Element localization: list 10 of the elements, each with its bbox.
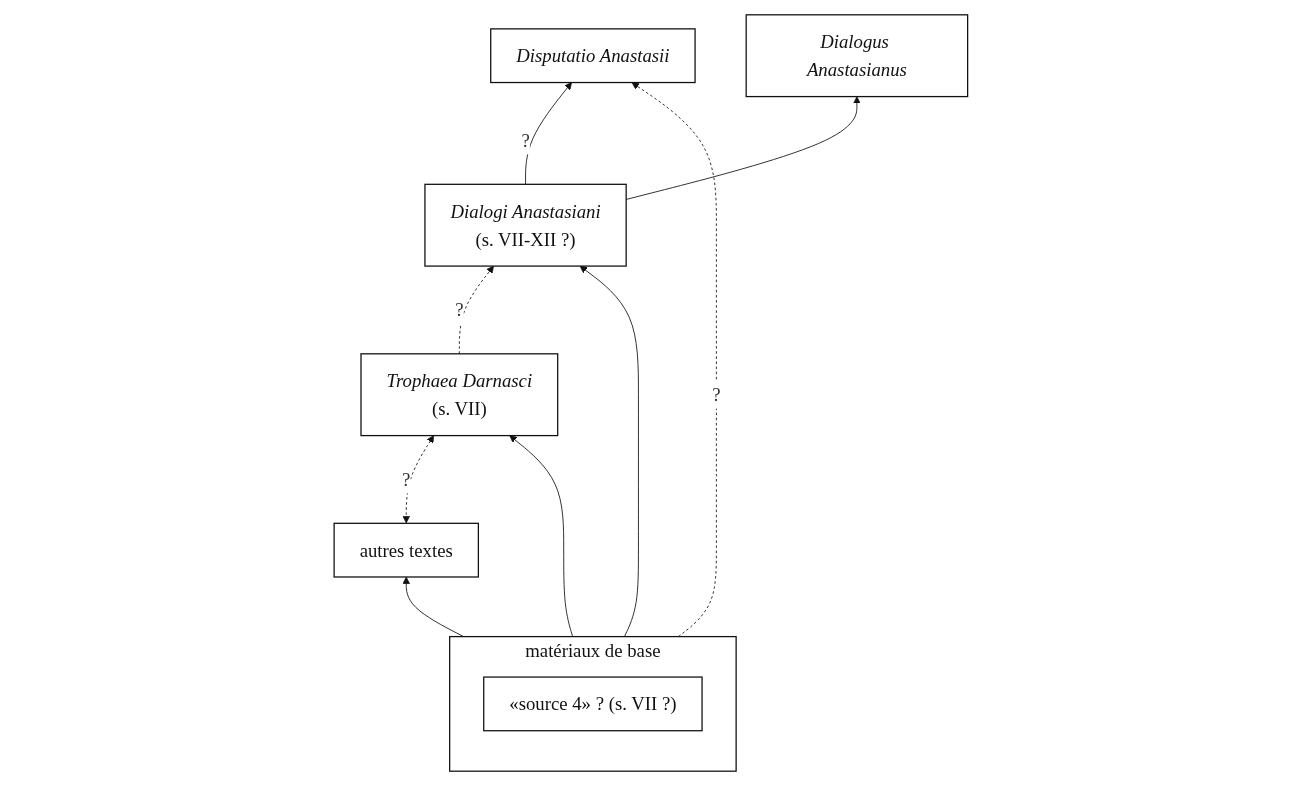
node-box: «source 4» ? (s. VII ?) [483,675,703,731]
node-box: Disputatio Anastasii [490,27,696,83]
edge-label: ? [712,383,721,405]
edge-label: ? [402,468,411,490]
edge-label: ? [455,298,464,321]
node-box: Trophaea Darnasci (s. VII) [360,352,559,436]
node-box: Dialogus Anastasianus [745,13,969,97]
edge-label: ? [521,129,530,151]
node-box: autres textes [333,522,480,578]
node-box: Dialogi Anastasiani (s. VII-XII ?) [424,183,627,267]
